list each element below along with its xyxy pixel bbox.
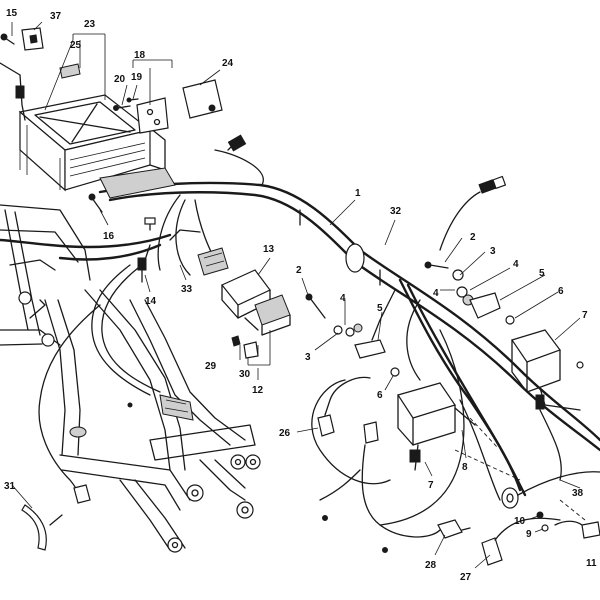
callout-33: 33 [181,284,193,295]
fasteners-group-right [424,261,515,325]
callout-30: 30 [239,369,251,380]
ignition-coil-7-center [397,382,476,471]
callout-7-center: 7 [428,480,434,491]
callout-31: 31 [4,481,16,492]
callout-37: 37 [50,11,62,22]
clip-29 [231,335,241,347]
screw-15 [0,33,15,45]
plate-24 [182,79,223,119]
callout-2-left: 2 [296,265,302,276]
callout-4-right-bottom: 4 [433,288,439,299]
callout-7-right: 7 [582,310,588,321]
callout-27: 27 [460,572,472,583]
callout-numbers: 15 37 23 25 18 20 19 24 1 32 16 13 33 14… [4,8,597,583]
ignition-coil-7-right [511,329,584,411]
connector-33 [197,247,229,276]
sensor-wire-top-right [439,175,507,251]
callout-3-right: 3 [490,246,496,257]
callout-3-left: 3 [305,352,311,363]
callout-20: 20 [114,74,126,85]
sensor-11 [554,520,600,539]
sensor-14 [137,257,147,283]
clip-30 [243,341,259,359]
callout-24: 24 [222,58,234,69]
callout-32: 32 [390,206,402,217]
callout-13: 13 [263,244,275,255]
sensor-left-top [0,62,26,121]
callout-29: 29 [205,361,217,372]
callout-5-right: 5 [539,268,545,279]
callout-15: 15 [6,8,18,19]
spark-plug-cap-27 [481,517,561,566]
callout-14: 14 [145,296,157,307]
frame [0,204,261,553]
callout-12: 12 [252,385,264,396]
sensor-28 [437,519,471,539]
spark-plug-cap-26 [317,376,379,444]
left-harness-branch [0,217,201,421]
callout-38: 38 [572,488,584,499]
connector-25 [59,63,81,79]
clip-37 [21,27,44,51]
callout-23: 23 [84,19,96,30]
callout-4-right-top: 4 [513,259,519,270]
callout-5-left: 5 [377,303,383,314]
sensor-38 [501,471,600,509]
callout-1: 1 [355,188,361,199]
callout-9: 9 [526,529,532,540]
callout-8: 8 [462,462,468,473]
callout-18: 18 [134,50,146,61]
relay-12 [254,294,291,336]
callout-19: 19 [131,72,143,83]
main-harness [98,134,600,526]
fasteners-10-9 [536,511,549,532]
screw-16 [88,193,103,213]
callout-6-right: 6 [558,286,564,297]
callout-26: 26 [279,428,291,439]
callout-25: 25 [70,40,82,51]
relay-13 [221,269,271,331]
wire-bottom-loops [311,379,562,553]
callout-6-left: 6 [377,390,383,401]
screw-20-19 [113,97,139,111]
callout-28: 28 [425,560,437,571]
bracket-18 [136,97,169,134]
callout-16: 16 [103,231,115,242]
callout-10: 10 [514,516,526,527]
cable-31 [21,304,133,551]
callout-2-right: 2 [470,232,476,243]
callout-4-left: 4 [340,293,346,304]
callout-11: 11 [586,558,597,569]
fasteners-group-left [305,293,400,377]
leader-lines [11,21,586,569]
